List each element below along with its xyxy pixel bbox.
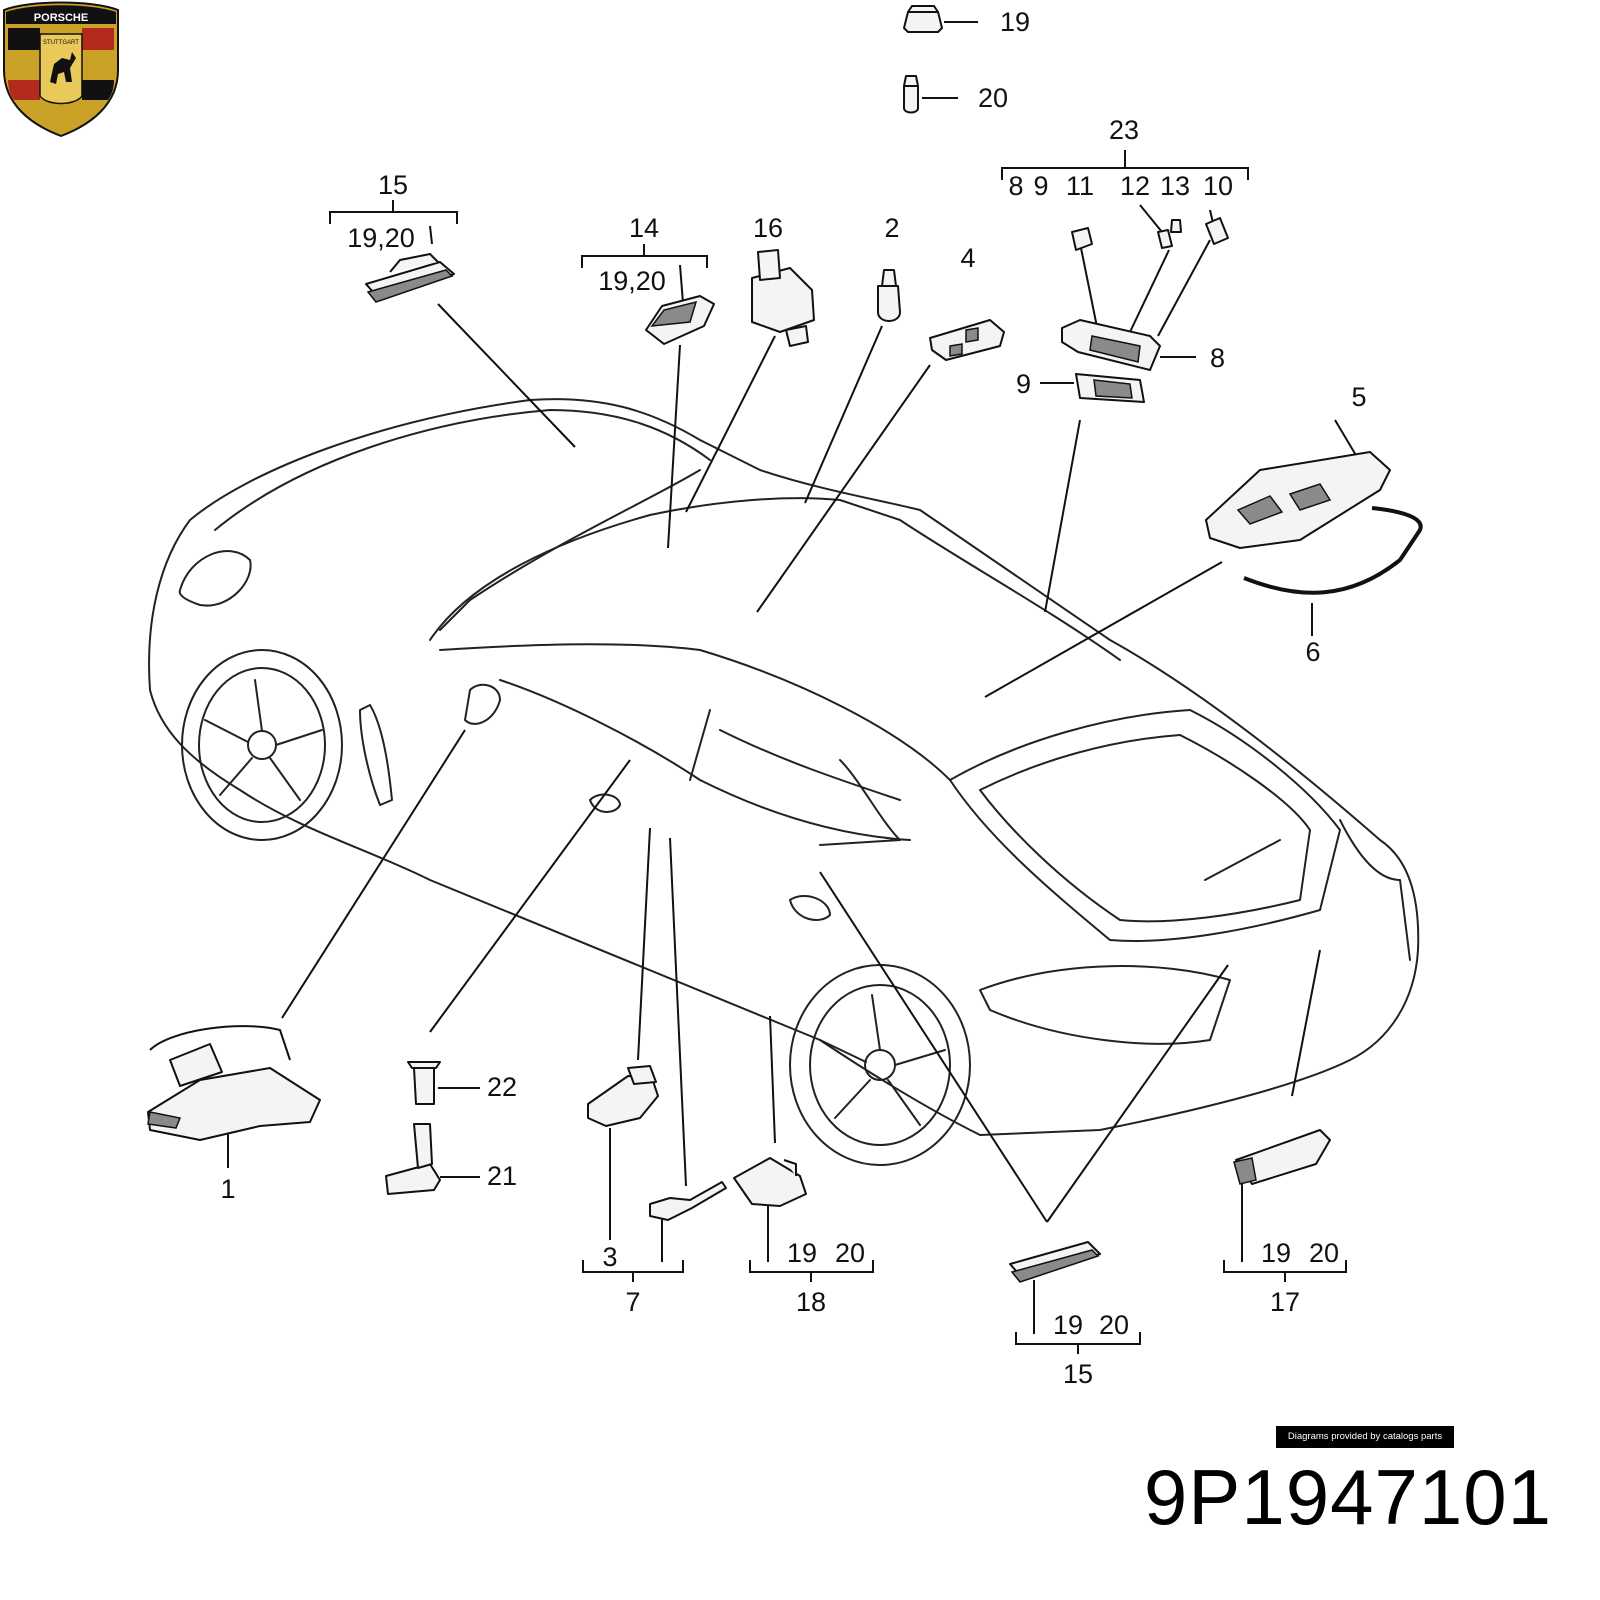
part-8-console bbox=[1061, 319, 1161, 371]
part-21-bracket bbox=[385, 1123, 441, 1195]
part-6-seal bbox=[1243, 506, 1423, 595]
callout-23-12: 12 bbox=[1120, 171, 1150, 201]
part-15-bottom-lamp bbox=[1009, 1241, 1101, 1283]
part-18-lamp bbox=[733, 1157, 807, 1207]
callout-15-top: 15 bbox=[378, 170, 408, 200]
callout-15-bot-19: 19 bbox=[1053, 1310, 1083, 1340]
part-2-bulb bbox=[877, 269, 901, 322]
part-1-module bbox=[147, 1025, 321, 1141]
callout-17-20: 20 bbox=[1309, 1238, 1339, 1268]
callout-17-19: 19 bbox=[1261, 1238, 1291, 1268]
callout-8: 8 bbox=[1210, 343, 1225, 373]
callout-1: 1 bbox=[220, 1174, 235, 1204]
car-body bbox=[148, 398, 1420, 1166]
part-14-lamp bbox=[645, 295, 715, 345]
part-15-top-lamp bbox=[365, 253, 455, 303]
callout-18-19: 19 bbox=[787, 1238, 817, 1268]
part-13-bulb bbox=[1170, 219, 1182, 233]
callout-5: 5 bbox=[1351, 382, 1366, 412]
part-5-roof-console bbox=[1205, 451, 1391, 549]
callout-19-top: 19 bbox=[1000, 7, 1030, 37]
logo-city-text: STUTTGART bbox=[43, 40, 79, 46]
callout-3: 3 bbox=[602, 1242, 617, 1272]
part-17-lamp bbox=[1233, 1129, 1331, 1185]
part-19-bulb-cap bbox=[903, 5, 943, 33]
callout-18-20: 20 bbox=[835, 1238, 865, 1268]
callout-9: 9 bbox=[1016, 369, 1031, 399]
logo-brand-text: PORSCHE bbox=[34, 12, 88, 24]
part-number: 9P1947101 bbox=[1143, 1453, 1552, 1541]
callout-21: 21 bbox=[487, 1161, 517, 1191]
callout-4: 4 bbox=[960, 243, 975, 273]
callout-23-13: 13 bbox=[1160, 171, 1190, 201]
callout-23-11: 11 bbox=[1066, 171, 1094, 201]
callout-15-bottom: 15 bbox=[1063, 1359, 1093, 1389]
leader-lines bbox=[227, 21, 1361, 1354]
callout-15-top-sub: 19,20 bbox=[347, 223, 415, 253]
callout-14-sub: 19,20 bbox=[598, 266, 666, 296]
part-10-cover bbox=[1205, 217, 1229, 245]
callout-2: 2 bbox=[884, 213, 899, 243]
part-4-switch bbox=[929, 319, 1005, 361]
callout-23-10: 10 bbox=[1203, 171, 1233, 201]
diagram-credit: Diagrams provided by catalogs parts bbox=[1276, 1426, 1454, 1448]
callout-22: 22 bbox=[487, 1072, 517, 1102]
callout-23-8: 8 bbox=[1008, 171, 1023, 201]
callout-labels: 19 20 23 8 9 11 12 13 10 15 19,20 14 19,… bbox=[220, 7, 1366, 1389]
callout-15-bot-20: 20 bbox=[1099, 1310, 1129, 1340]
part-22-fastener bbox=[407, 1061, 441, 1105]
callout-14: 14 bbox=[629, 213, 659, 243]
callout-18: 18 bbox=[796, 1287, 826, 1317]
callout-6: 6 bbox=[1305, 637, 1320, 667]
part-11-clip bbox=[1071, 227, 1093, 251]
part-12-socket bbox=[1157, 229, 1173, 249]
callout-17: 17 bbox=[1270, 1287, 1300, 1317]
part-9-trim bbox=[1075, 373, 1145, 403]
part-3-lamp bbox=[587, 1065, 659, 1127]
porsche-crest-logo: PORSCHE STUTTGART bbox=[3, 1, 119, 138]
callout-20-top: 20 bbox=[978, 83, 1008, 113]
callout-16: 16 bbox=[753, 213, 783, 243]
part-20-bulb bbox=[903, 75, 919, 114]
callout-23-9: 9 bbox=[1033, 171, 1048, 201]
callout-23: 23 bbox=[1109, 115, 1139, 145]
part-16-connector bbox=[751, 249, 815, 347]
callout-7: 7 bbox=[625, 1287, 640, 1317]
part-7-wire bbox=[649, 1181, 727, 1221]
